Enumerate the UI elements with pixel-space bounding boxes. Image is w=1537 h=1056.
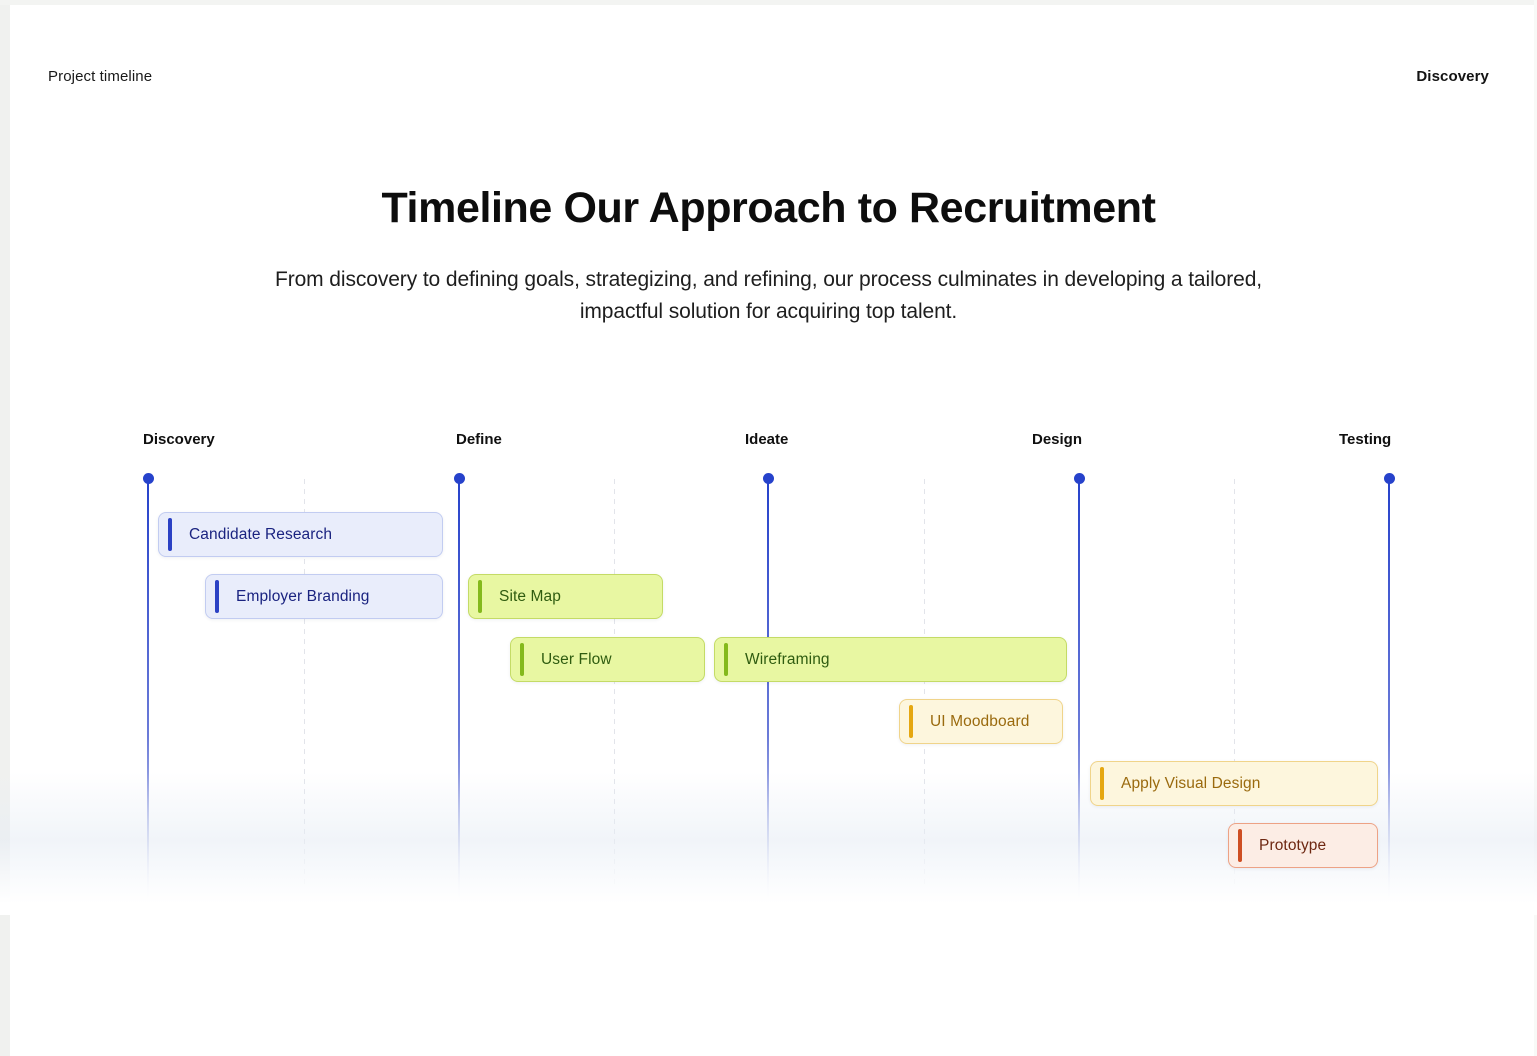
phase-line-testing	[1388, 479, 1390, 908]
phase-line-design	[1078, 479, 1080, 908]
task-accent-line	[724, 643, 728, 676]
phase-marker-dot-design	[1074, 473, 1085, 484]
phase-line-define	[458, 479, 460, 908]
task-accent-line	[909, 705, 913, 738]
page-edge-right	[1534, 0, 1537, 1056]
task-label: Employer Branding	[236, 587, 370, 605]
task-bar-candidate-research: Candidate Research	[158, 512, 443, 557]
phase-label-define: Define	[456, 431, 502, 448]
phase-label-discovery: Discovery	[143, 431, 215, 448]
task-bar-prototype: Prototype	[1228, 823, 1378, 868]
task-bar-employer-branding: Employer Branding	[205, 574, 443, 619]
header-section-label: Discovery	[1416, 68, 1489, 85]
task-label: Candidate Research	[189, 525, 333, 543]
phase-label-testing: Testing	[1339, 431, 1392, 448]
task-label: User Flow	[541, 650, 612, 668]
task-label: Prototype	[1259, 836, 1327, 854]
task-accent-line	[520, 643, 524, 676]
page-title: Timeline Our Approach to Recruitment	[381, 184, 1156, 232]
phase-divider-dashed	[614, 479, 615, 885]
phase-marker-dot-define	[454, 473, 465, 484]
phase-divider-dashed	[1234, 479, 1235, 885]
task-accent-line	[215, 580, 219, 613]
task-accent-line	[478, 580, 482, 613]
phase-divider-dashed	[304, 479, 305, 885]
task-label: Apply Visual Design	[1121, 774, 1261, 792]
task-bar-wireframing: Wireframing	[714, 637, 1067, 682]
task-label: Site Map	[499, 587, 561, 605]
task-bar-apply-visual-design: Apply Visual Design	[1090, 761, 1378, 806]
phase-line-ideate	[767, 479, 769, 908]
phase-marker-dot-discovery	[143, 473, 154, 484]
phase-divider-dashed	[924, 479, 925, 885]
task-bar-user-flow: User Flow	[510, 637, 705, 682]
phase-marker-dot-ideate	[763, 473, 774, 484]
header-project-timeline-label: Project timeline	[48, 68, 153, 85]
task-bar-site-map: Site Map	[468, 574, 663, 619]
task-accent-line	[168, 518, 172, 551]
phase-label-design: Design	[1032, 431, 1083, 448]
page-subtitle: From discovery to defining goals, strate…	[274, 268, 1263, 323]
task-label: UI Moodboard	[930, 712, 1030, 730]
phase-label-ideate: Ideate	[745, 431, 789, 448]
page-edge-left	[0, 0, 10, 1056]
page-edge-top	[0, 0, 1537, 5]
phase-marker-dot-testing	[1384, 473, 1395, 484]
task-label: Wireframing	[745, 650, 830, 668]
task-bar-ui-moodboard: UI Moodboard	[899, 699, 1063, 744]
task-accent-line	[1238, 829, 1242, 862]
phase-line-discovery	[147, 479, 149, 908]
task-accent-line	[1100, 767, 1104, 800]
